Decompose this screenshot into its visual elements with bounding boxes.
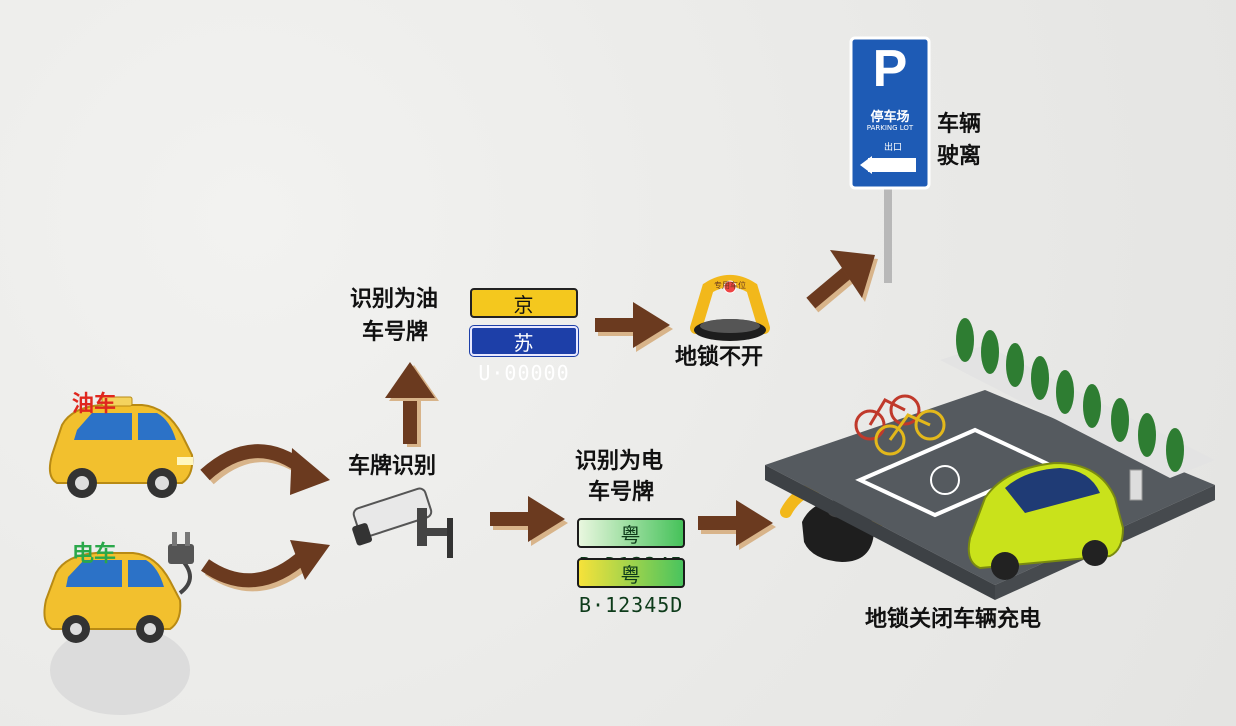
plate-recognition-label: 车牌识别 (348, 454, 437, 479)
parking-sign-exit: 出口 (884, 143, 903, 153)
arrow-gas-to-recognition (200, 444, 330, 495)
charging-station-icon (1129, 469, 1143, 501)
parking-lock-raised-icon (690, 275, 770, 341)
lock-badge-text: 专用车位 (714, 281, 746, 290)
recognized-gas-label-line2: 车号牌 (362, 320, 429, 345)
recognized-ev-label-line2: 车号牌 (588, 480, 655, 505)
ev-plate-1: 粤B·D12345 (577, 518, 685, 577)
charging-car-icon (967, 461, 1125, 580)
parking-sign-cn: 停车场 (870, 110, 910, 125)
arrow-gas-plate-to-lock (595, 302, 673, 352)
lock-not-open-label: 地锁不开 (675, 345, 764, 370)
gas-car-icon (48, 396, 194, 498)
arrow-ev-plate-to-lock (698, 500, 776, 550)
lock-closed-charging-label: 地锁关闭车辆充电 (865, 607, 1042, 632)
arrow-ev-to-recognition (200, 540, 330, 592)
charging-plug-icon (168, 532, 194, 595)
arrow-lock-to-exit (806, 250, 878, 313)
gas-plate-1: 京A·22222 (470, 288, 578, 347)
parking-sign-letter: P (872, 40, 908, 98)
ground-shadow (50, 625, 190, 715)
parking-sign-icon (849, 36, 931, 283)
arrow-up-to-gas-plate (385, 362, 439, 447)
recognized-ev-label-line1: 识别为电 (575, 449, 664, 474)
electric-car-label: 电车 (72, 542, 117, 567)
tree-row (956, 318, 1184, 472)
cctv-camera-icon (352, 487, 453, 558)
parking-sign-en: PARKING LOT (866, 124, 914, 132)
arrow-recognition-to-ev-plate (490, 496, 568, 546)
bicycles-icon (854, 394, 946, 456)
recognized-gas-label-line1: 识别为油 (350, 287, 439, 312)
vehicle-leaves-label-line2: 驶离 (937, 144, 982, 169)
electric-car-icon (43, 552, 182, 643)
ev-plate-2: 粤B·12345D (577, 558, 685, 617)
vehicle-leaves-label-line1: 车辆 (937, 112, 982, 137)
gas-car-label: 油车 (72, 392, 117, 417)
gas-plate-2: 苏U·00000 (470, 326, 578, 385)
